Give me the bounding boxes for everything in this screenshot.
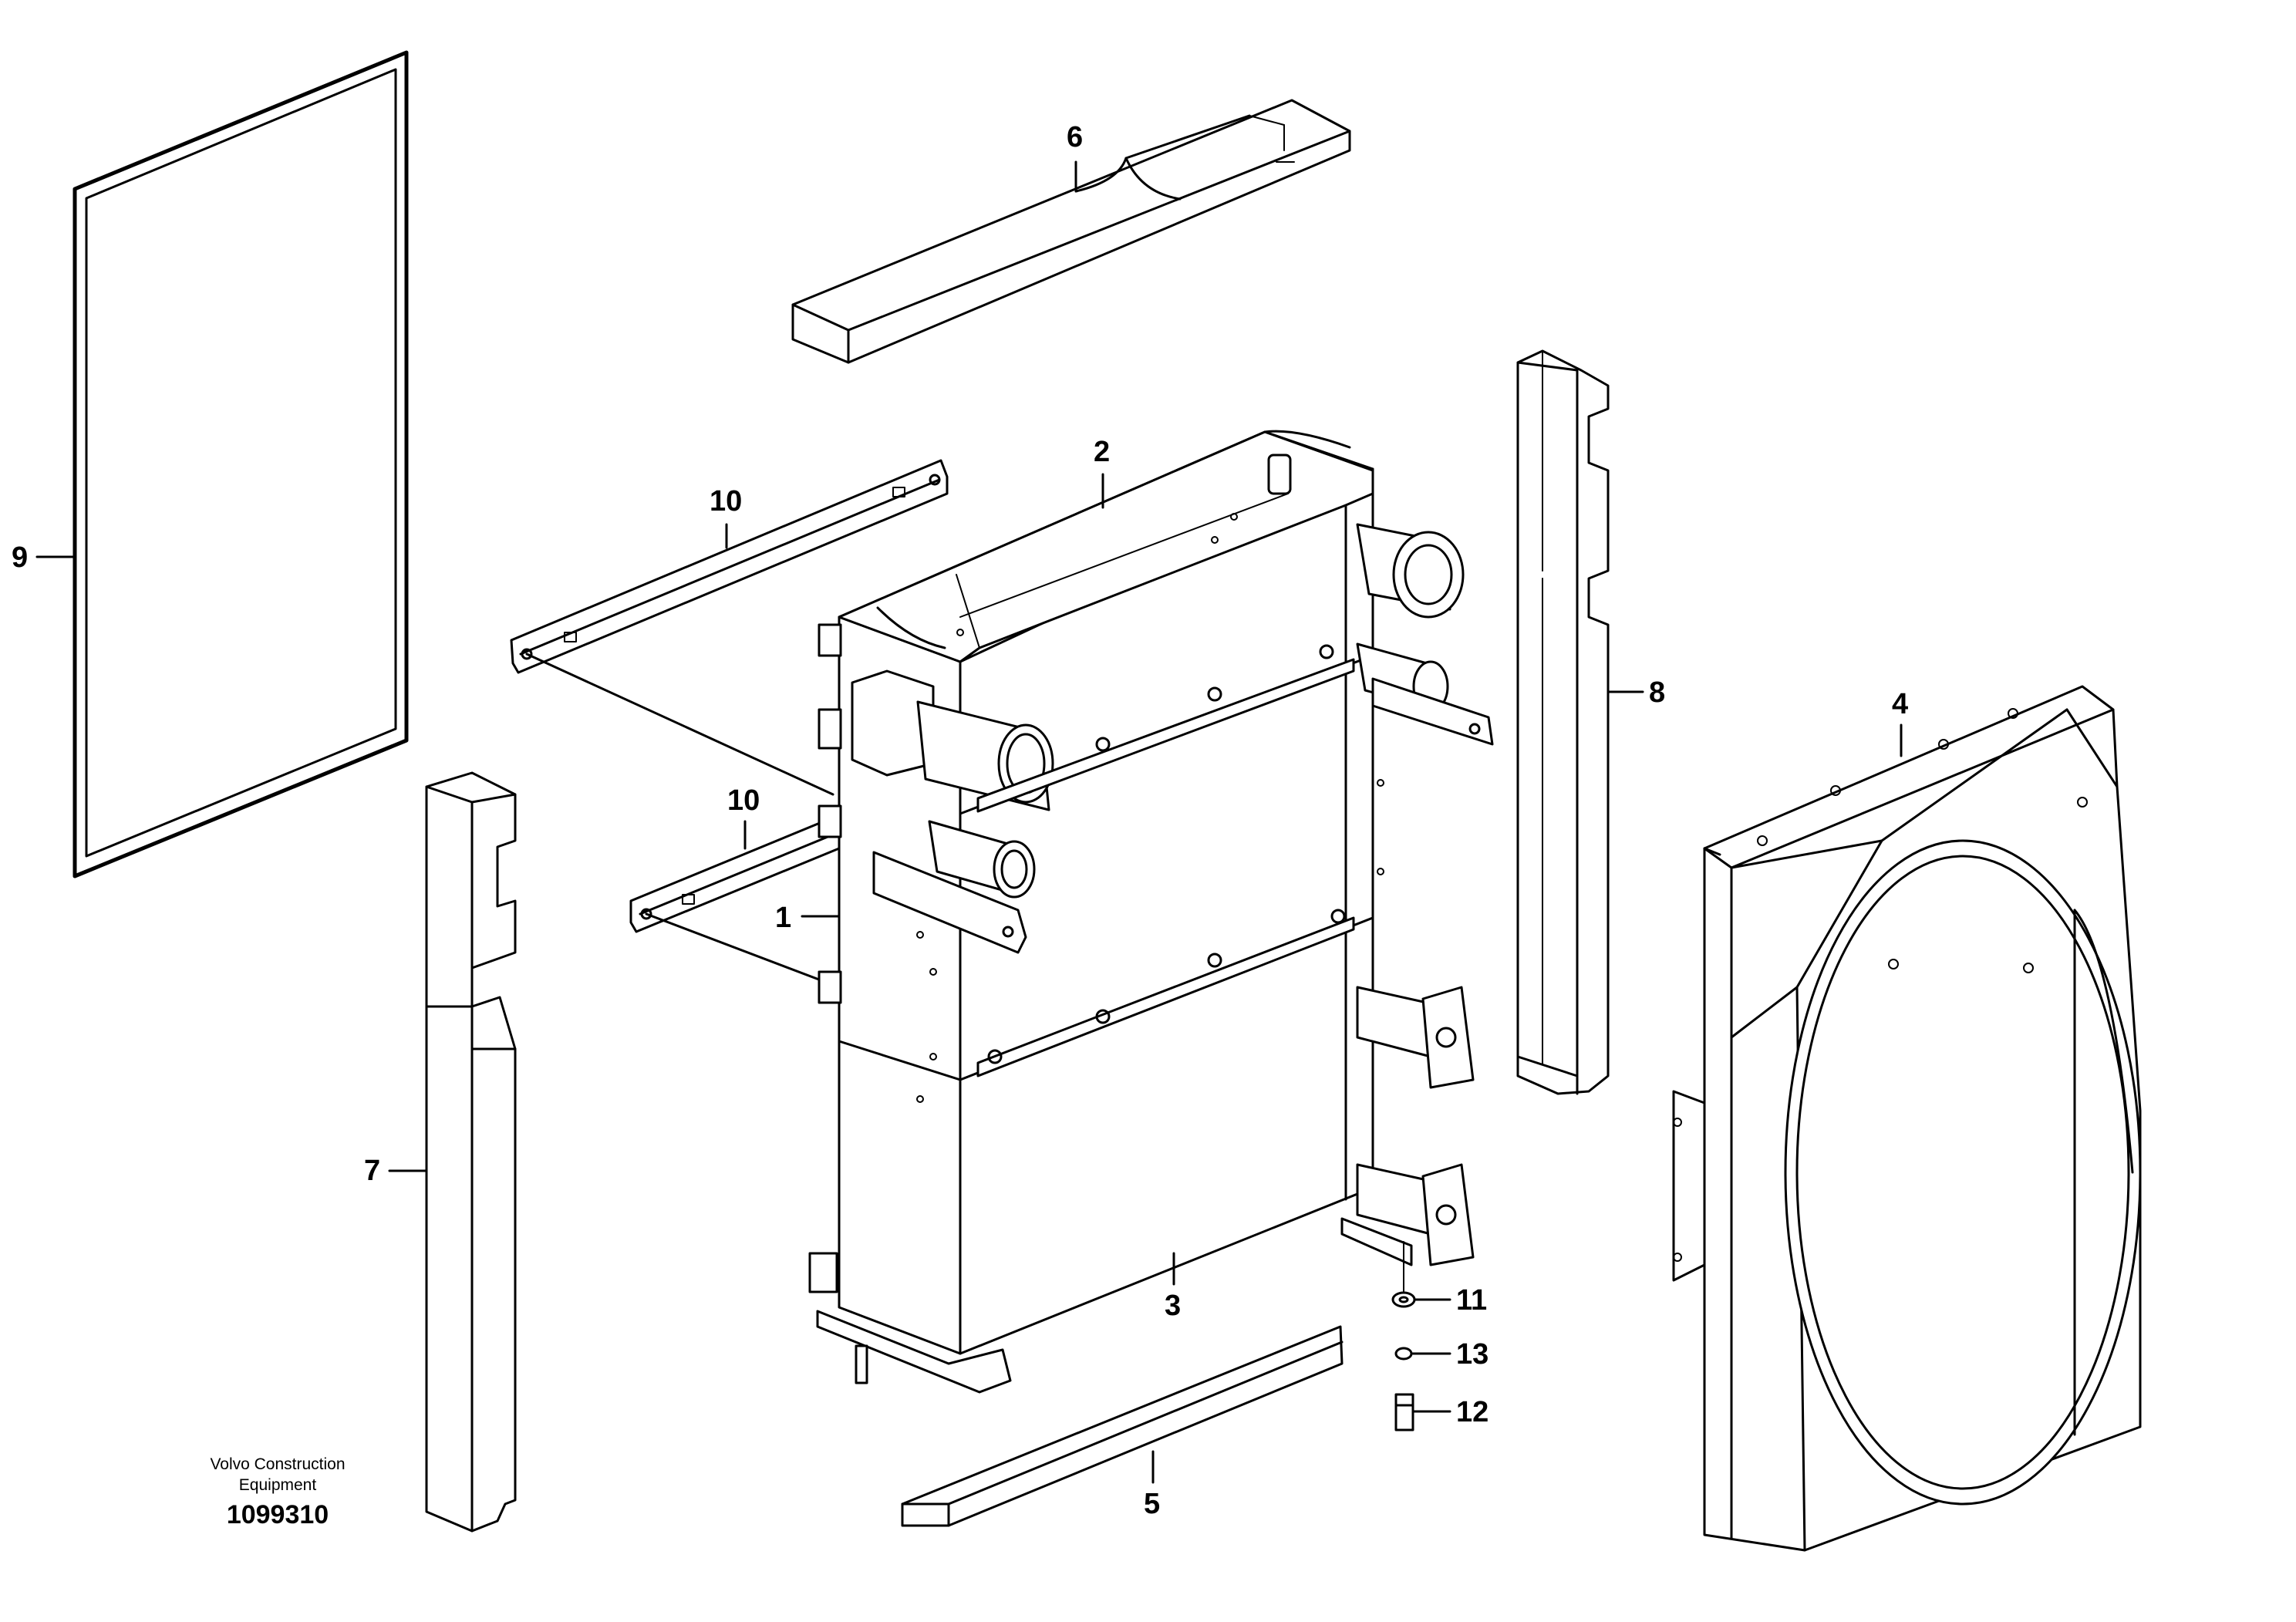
- callout-10-upper: 10: [710, 485, 742, 518]
- part-4-fan-shroud: [1672, 685, 2142, 1552]
- leader-lines: [35, 160, 1903, 1484]
- callout-8: 8: [1649, 676, 1665, 709]
- caption-line-1: Volvo Construction: [210, 1455, 345, 1473]
- callout-1: 1: [775, 902, 791, 934]
- callout-6: 6: [1067, 121, 1083, 153]
- callout-labels: 9 10 10 6 2 1 3 4 8 5 7 11 13 12: [12, 121, 1908, 1520]
- callout-7: 7: [364, 1155, 380, 1187]
- part-10-upper-bracket: [510, 459, 949, 796]
- part-7-seal-strip: [425, 771, 517, 1533]
- callout-12: 12: [1456, 1396, 1489, 1428]
- part-1-radiator-core: [808, 430, 1494, 1394]
- part-8-seal-strip: [1516, 349, 1610, 1095]
- part-10-lower-bracket: [629, 816, 841, 985]
- callout-3: 3: [1165, 1290, 1181, 1322]
- part-9-seal-frame: [72, 50, 409, 878]
- part-5-bottom-seal: [901, 1325, 1344, 1527]
- caption-ref-number: 1099310: [227, 1500, 329, 1529]
- callout-10-lower: 10: [727, 784, 760, 817]
- fastener-set: [1391, 1241, 1416, 1431]
- part-6-top-seal: [791, 99, 1351, 364]
- callout-9: 9: [12, 541, 28, 574]
- callout-13: 13: [1456, 1338, 1489, 1371]
- callout-4: 4: [1892, 688, 1908, 720]
- callout-2: 2: [1094, 436, 1110, 468]
- caption-line-2: Equipment: [239, 1476, 317, 1494]
- figure-caption: Volvo Construction Equipment 1099310: [210, 1455, 345, 1529]
- callout-5: 5: [1144, 1488, 1160, 1520]
- callout-11: 11: [1456, 1284, 1487, 1317]
